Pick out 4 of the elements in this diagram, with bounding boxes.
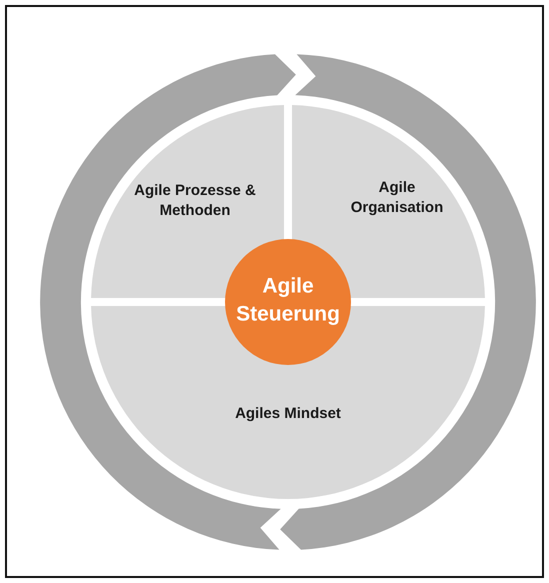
center-label: Agile Steuerung bbox=[235, 274, 341, 328]
segment-label: Agile Organisation bbox=[350, 178, 444, 218]
segment-label: Agiles Mindset bbox=[234, 404, 342, 424]
segment-label: Agile Prozesse & Methoden bbox=[133, 180, 257, 221]
